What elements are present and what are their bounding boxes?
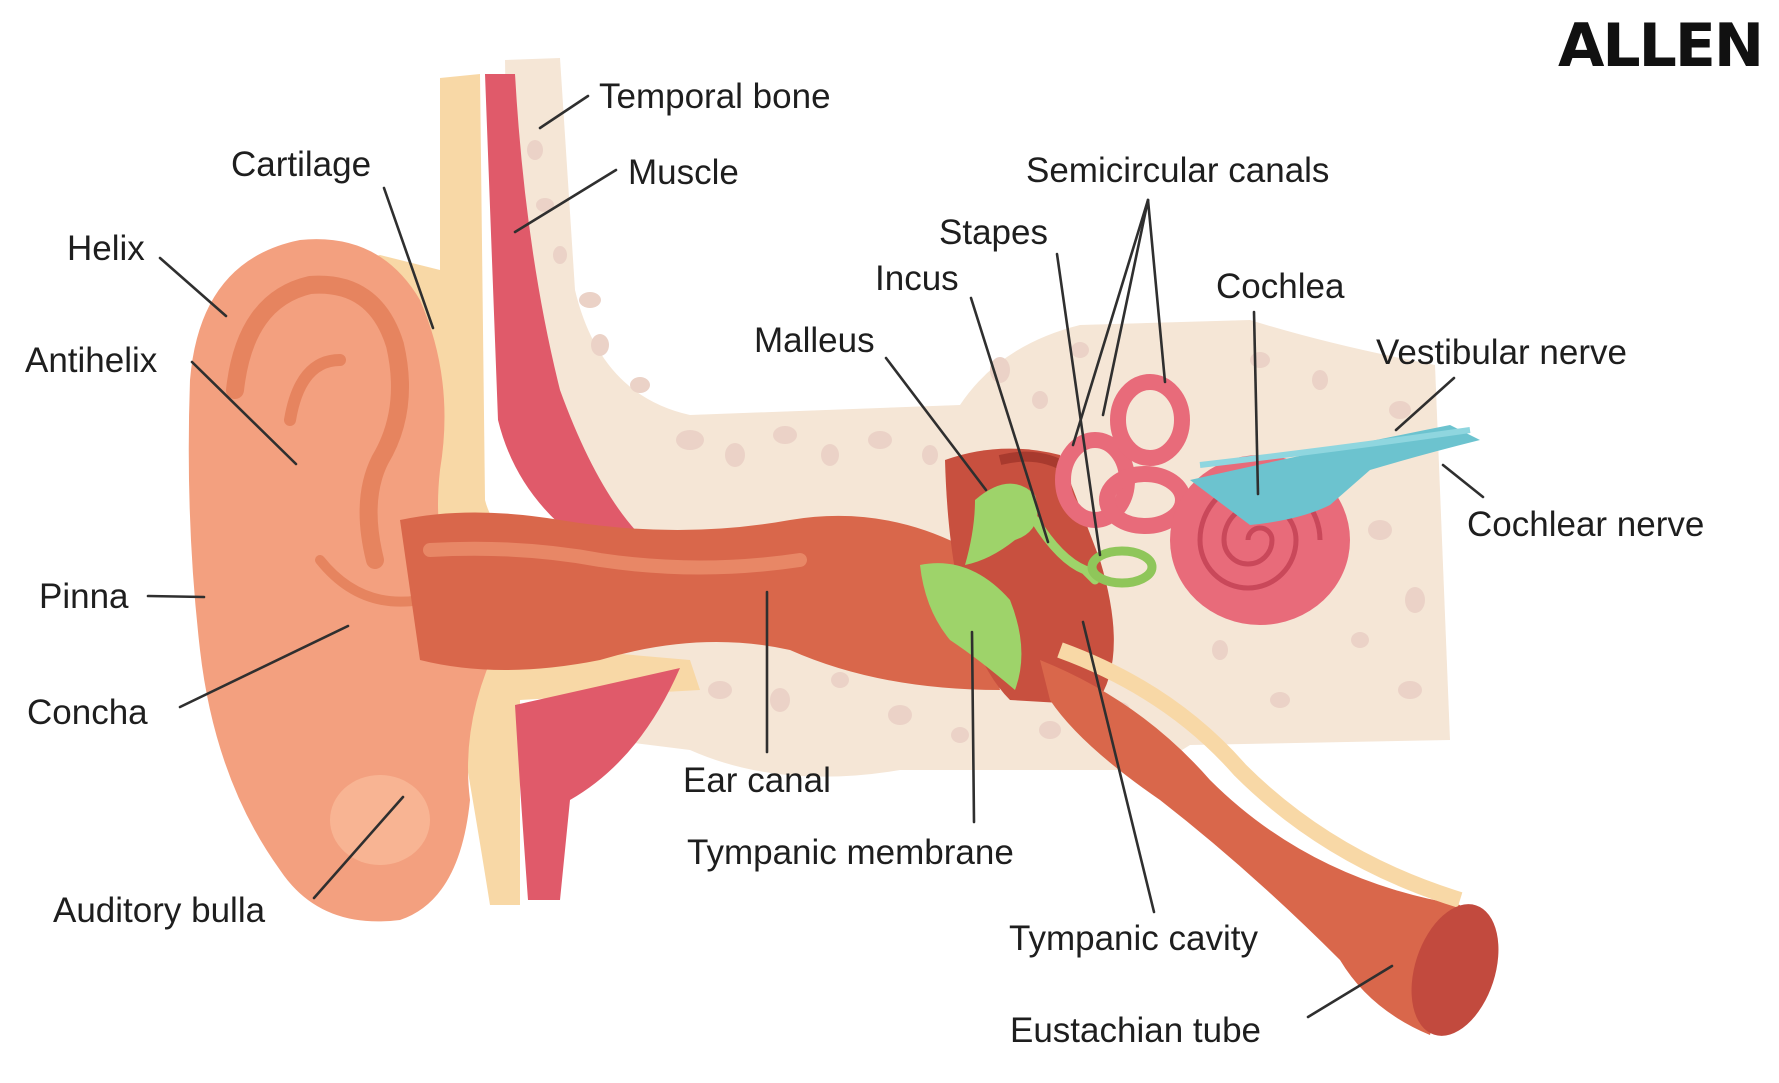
brand-logo: ALLEN: [1558, 11, 1762, 81]
leader-antihelix: [190, 360, 298, 466]
label-cochlea: Cochlea: [1216, 267, 1345, 306]
label-cartilage: Cartilage: [231, 145, 371, 184]
leader-helix: [158, 256, 228, 318]
leader-semicircular-b: [1101, 198, 1150, 417]
leader-muscle: [513, 168, 618, 234]
leader-vestibular-nerve: [1394, 376, 1456, 432]
malleus-illustration: [965, 483, 1038, 565]
leader-cochlea: [1252, 310, 1260, 496]
leader-concha: [178, 624, 350, 709]
leader-temporal-bone: [538, 94, 590, 130]
leader-pinna: [146, 594, 206, 599]
label-helix: Helix: [67, 229, 145, 268]
label-auditory-bulla: Auditory bulla: [53, 891, 266, 930]
leader-cartilage: [382, 186, 435, 330]
label-malleus: Malleus: [754, 321, 875, 360]
eustachian-tube-illustration: [1040, 642, 1499, 1036]
label-semicircular-canals: Semicircular canals: [1026, 151, 1329, 190]
leader-lines: [146, 94, 1485, 1019]
label-concha: Concha: [27, 693, 148, 732]
muscle-illustration: [485, 74, 680, 900]
label-tympanic-membrane: Tympanic membrane: [687, 833, 1014, 872]
incus-stapes-illustration: [1030, 515, 1157, 588]
label-temporal-bone: Temporal bone: [599, 77, 831, 116]
label-stapes: Stapes: [939, 213, 1048, 252]
leader-semicircular-a: [1071, 198, 1150, 447]
leader-tympanic-cavity: [1081, 620, 1156, 914]
label-ear-canal: Ear canal: [683, 761, 831, 800]
nerve-illustration: [1190, 425, 1480, 525]
leader-incus: [969, 296, 1050, 544]
label-muscle: Muscle: [628, 153, 739, 192]
label-incus: Incus: [875, 259, 959, 298]
pinna-illustration: [188, 239, 500, 922]
leader-semicircular-c: [1146, 198, 1167, 384]
leader-tympanic-membrane: [970, 630, 976, 824]
label-antihelix: Antihelix: [25, 341, 158, 380]
label-cochlear-nerve: Cochlear nerve: [1467, 505, 1704, 544]
tympanic-membrane-illustration: [920, 563, 1022, 690]
ear-canal-illustration: [400, 512, 1000, 690]
label-vestibular-nerve: Vestibular nerve: [1376, 333, 1627, 372]
leader-malleus: [884, 356, 988, 492]
label-pinna: Pinna: [39, 577, 129, 616]
leader-cochlear-nerve: [1441, 463, 1485, 499]
label-eustachian-tube: Eustachian tube: [1010, 1011, 1261, 1050]
leader-eustachian-tube: [1306, 964, 1394, 1019]
leader-auditory-bulla: [312, 795, 405, 900]
leader-stapes: [1055, 252, 1102, 557]
labels: Temporal bone Muscle Cartilage Helix Ant…: [25, 77, 1704, 1050]
label-tympanic-cavity: Tympanic cavity: [1009, 919, 1258, 958]
